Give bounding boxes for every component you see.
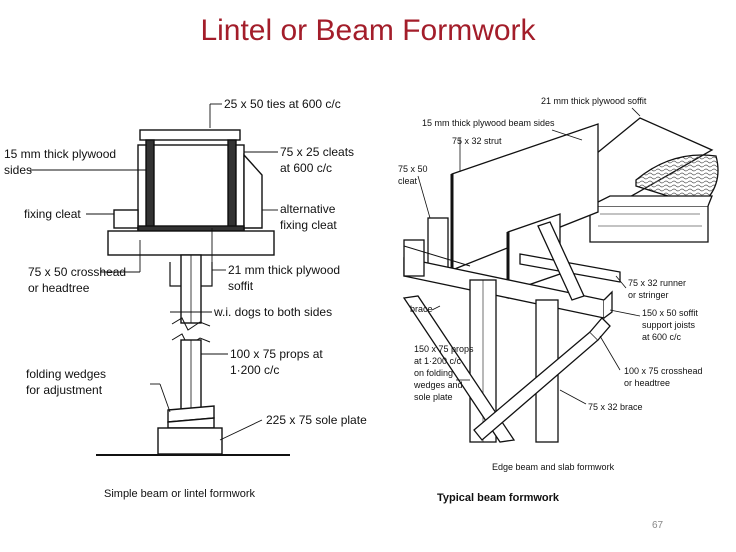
right-labels: 21 mm thick plywood soffit 15 mm thick p… <box>398 96 703 504</box>
label-soffit-joists-2: support joists <box>642 320 696 330</box>
label-runner-2: or stringer <box>628 290 669 300</box>
label-crosshead-2: or headtree <box>624 378 670 388</box>
label-soffit-joists-1: 150 x 50 soffit <box>642 308 698 318</box>
label-beam-sides: 15 mm thick plywood beam sides <box>422 118 555 128</box>
fixing-cleat-block <box>113 209 139 229</box>
label-cleat-2: cleat <box>398 176 418 186</box>
label-props-5: sole plate <box>414 392 453 402</box>
label-crosshead-2: or headtree <box>28 281 90 295</box>
label-alt-fixing-2: fixing cleat <box>280 218 337 232</box>
left-plywood-side <box>145 139 155 231</box>
label-runner-1: 75 x 32 runner <box>628 278 686 288</box>
label-crosshead-1: 75 x 50 crosshead <box>28 265 126 279</box>
label-soffit-2: soffit <box>228 279 254 293</box>
label-cleats-2: at 600 c/c <box>280 161 332 175</box>
label-cleats-1: 75 x 25 cleats <box>280 145 354 159</box>
page-number: 67 <box>652 520 664 531</box>
left-labels: 25 x 50 ties at 600 c/c 15 mm thick plyw… <box>4 97 367 500</box>
label-props-2: at 1·200 c/c <box>414 356 462 366</box>
label-crosshead-1: 100 x 75 crosshead <box>624 366 703 376</box>
label-strut: 75 x 32 strut <box>452 136 502 146</box>
label-plywood-sides-2: sides <box>4 163 32 177</box>
label-props-1: 100 x 75 props at <box>230 347 323 361</box>
crosshead <box>107 230 275 256</box>
label-dogs: w.i. dogs to both sides <box>213 305 332 319</box>
label-wedges-1: folding wedges <box>26 367 106 381</box>
stringer <box>403 245 471 267</box>
soffit <box>137 225 245 232</box>
label-props-3: on folding <box>414 368 453 378</box>
label-props-2: 1·200 c/c <box>230 363 279 377</box>
right-cleat <box>235 144 245 231</box>
right-plywood-side <box>227 139 237 231</box>
sub-caption: Edge beam and slab formwork <box>492 462 615 472</box>
label-alt-fixing-1: alternative <box>280 202 336 216</box>
top-tie <box>139 129 241 141</box>
label-props-1: 150 x 75 props <box>414 344 474 354</box>
label-soffit-1: 21 mm thick plywood <box>228 263 340 277</box>
right-diagram <box>402 107 719 443</box>
label-fixing-cleat: fixing cleat <box>24 207 81 221</box>
right-caption: Typical beam formwork <box>437 492 560 504</box>
strut <box>537 221 585 301</box>
label-plywood-sides-1: 15 mm thick plywood <box>4 147 116 161</box>
left-diagram <box>30 103 290 456</box>
label-sole-plate: 225 x 75 sole plate <box>266 413 367 427</box>
soffit-support-joist <box>589 205 709 243</box>
label-wedges-2: for adjustment <box>26 383 103 397</box>
label-soffit-top: 21 mm thick plywood soffit <box>541 96 647 106</box>
label-props-4: wedges and <box>413 380 463 390</box>
label-brace-size: 75 x 32 brace <box>588 402 643 412</box>
alternative-fixing-cleat <box>243 153 263 229</box>
label-ties: 25 x 50 ties at 600 c/c <box>224 97 341 111</box>
label-cleat-1: 75 x 50 <box>398 164 428 174</box>
left-caption: Simple beam or lintel formwork <box>104 488 255 500</box>
wi-dog <box>169 262 181 287</box>
left-cleat <box>137 144 147 231</box>
sole-plate <box>157 427 223 455</box>
label-soffit-joists-3: at 600 c/c <box>642 332 682 342</box>
label-brace: brace <box>410 304 433 314</box>
brace <box>402 295 516 443</box>
slide-title: Lintel or Beam Formwork <box>200 14 536 47</box>
